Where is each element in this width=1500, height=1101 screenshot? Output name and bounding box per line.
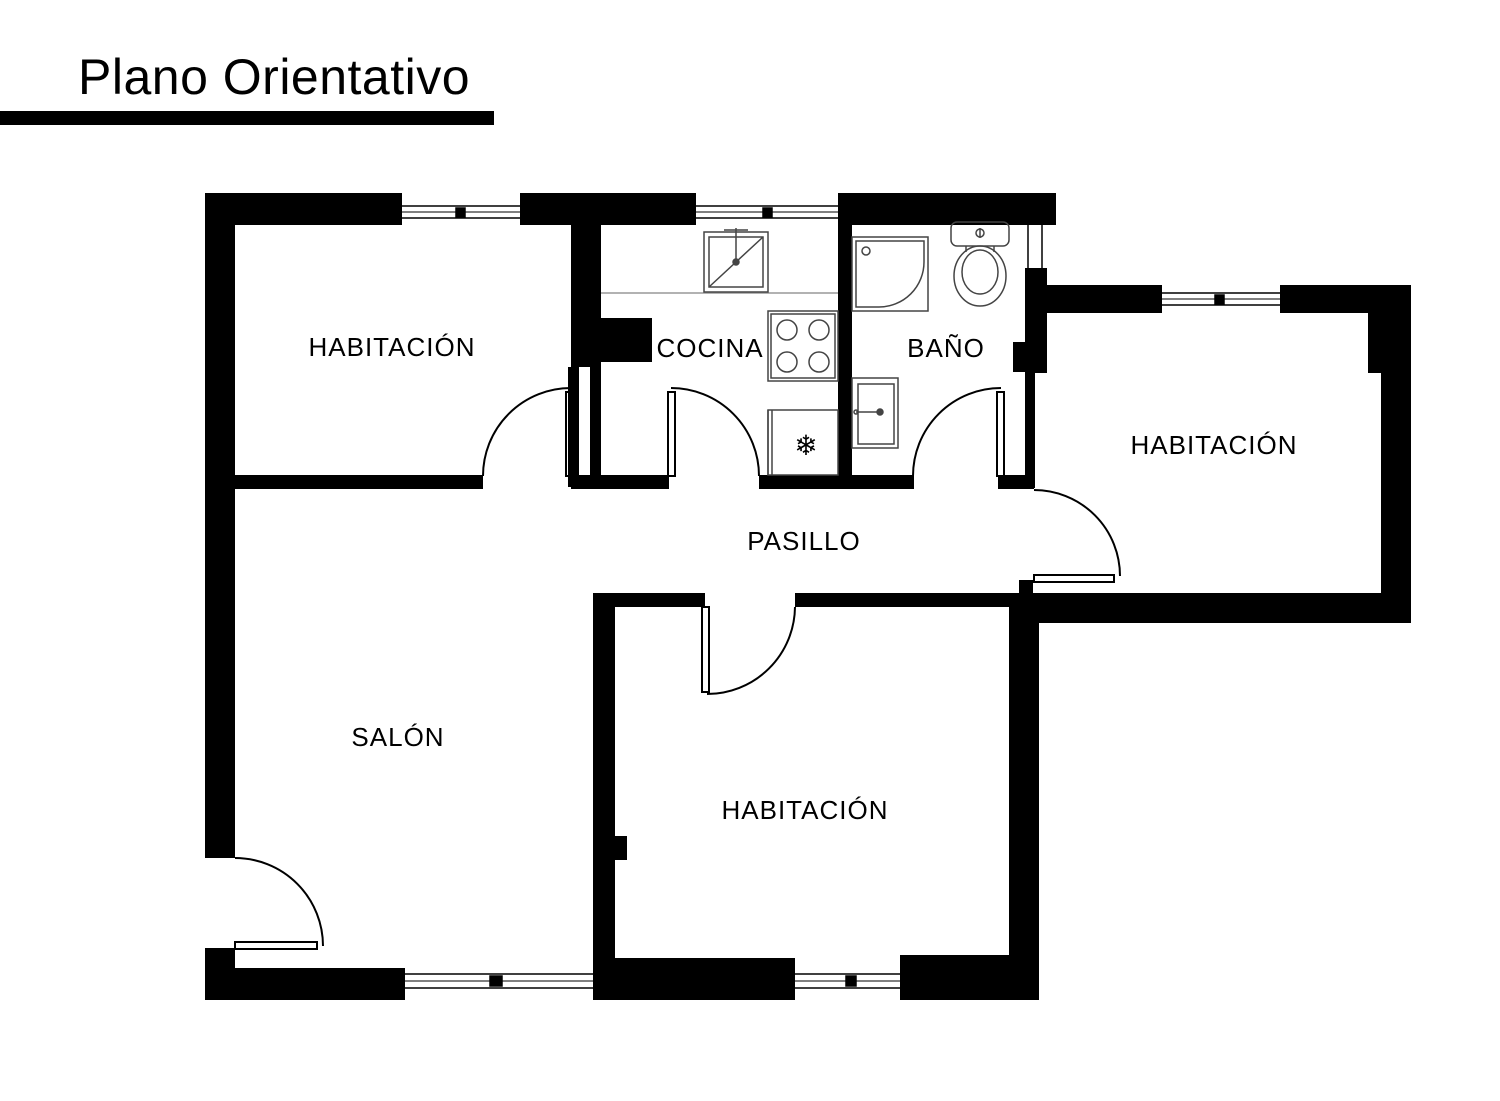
window-bottom-salon	[405, 973, 593, 989]
room-label-bano: BAÑO	[907, 333, 985, 363]
room-label-habitacion-east: HABITACIÓN	[1131, 430, 1298, 460]
room-label-salon: SALÓN	[351, 722, 444, 752]
window-top-cocina	[696, 205, 838, 219]
room-labels: HABITACIÓN COCINA BAÑO HABITACIÓN PASILL…	[309, 332, 1298, 825]
window-bottom-habitacion	[795, 973, 900, 989]
door-habitacion-east	[1033, 489, 1121, 583]
doors	[234, 387, 1121, 950]
title-underline	[0, 111, 494, 125]
kitchen-fixtures	[601, 228, 839, 476]
snowflake-icon: ❄	[794, 429, 817, 462]
window-east-habitacion	[1162, 292, 1280, 306]
stove-icon	[767, 310, 839, 382]
washbasin-icon	[851, 377, 899, 449]
sink-icon	[703, 228, 769, 293]
door-entrance-salon	[234, 857, 324, 950]
room-label-pasillo: PASILLO	[747, 526, 860, 556]
room-label-habitacion-nw: HABITACIÓN	[309, 332, 476, 362]
window-bano	[1027, 225, 1043, 268]
door-cocina	[667, 387, 760, 477]
windows	[402, 205, 1280, 989]
door-habitacion-nw	[482, 387, 574, 477]
toilet-icon	[950, 221, 1010, 307]
door-bano	[912, 387, 1005, 477]
page-title: Plano Orientativo	[78, 49, 471, 105]
bathroom-fixtures	[851, 221, 1010, 449]
room-label-habitacion-south: HABITACIÓN	[722, 795, 889, 825]
fridge-icon	[767, 409, 839, 476]
shower-icon	[851, 236, 929, 312]
room-label-cocina: COCINA	[656, 333, 763, 363]
door-habitacion-south	[701, 606, 796, 695]
window-top-habitacion	[402, 205, 520, 219]
